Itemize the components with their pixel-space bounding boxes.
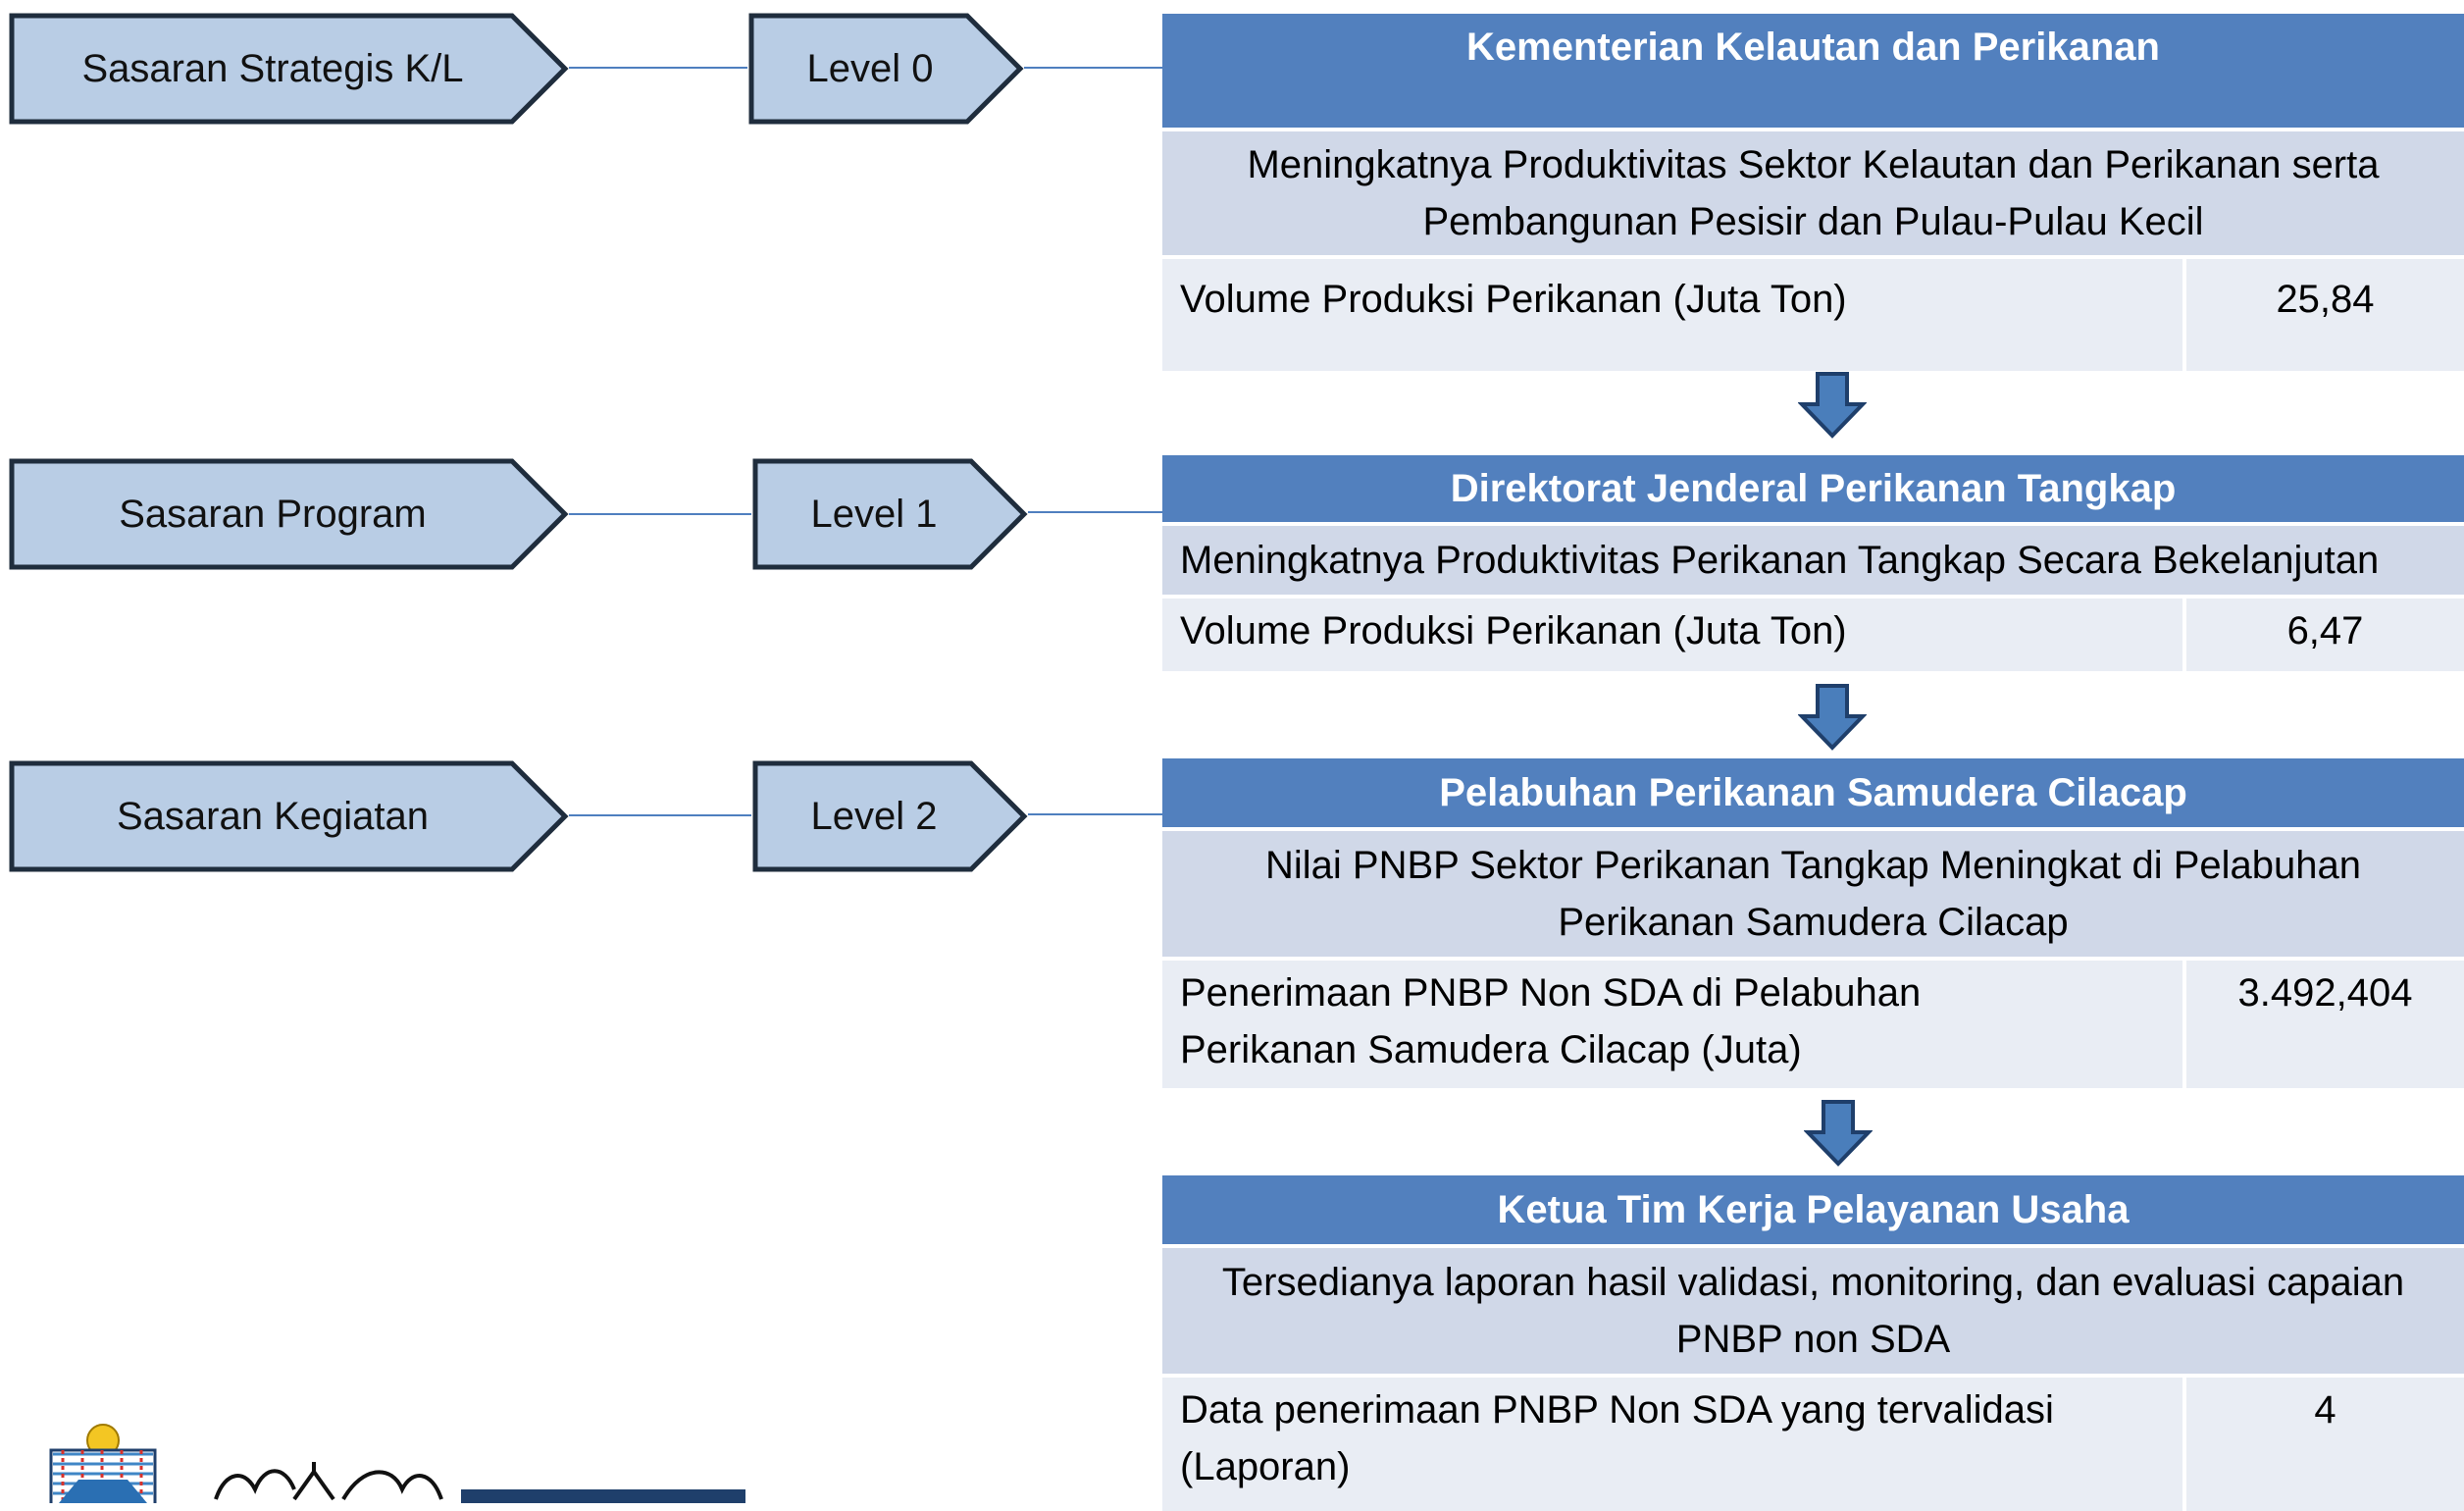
indicator-value: 6,47 [2182, 599, 2464, 671]
down-arrow-icon [1797, 683, 1868, 756]
indicator-name: Data penerimaan PNBP Non SDA yang terval… [1162, 1378, 2182, 1511]
connector-line [569, 513, 751, 515]
org-header: Pelabuhan Perikanan Samudera Cilacap [1162, 758, 2464, 827]
chevron-label: Level 2 [810, 794, 938, 838]
chevron-shape [748, 13, 1024, 125]
indicator-line: Perikanan Samudera Cilacap (Juta) [1180, 1028, 1802, 1071]
org-block-ppsc: Pelabuhan Perikanan Samudera Cilacap Nil… [1162, 758, 2464, 1088]
org-block-kkp: Kementerian Kelautan dan Perikanan Menin… [1162, 14, 2464, 371]
connector-line [569, 814, 751, 816]
org-header: Direktorat Jenderal Perikanan Tangkap [1162, 455, 2464, 522]
goal-row: Meningkatnya Produktivitas Perikanan Tan… [1162, 522, 2464, 595]
chevron-label: Level 1 [810, 492, 938, 536]
chevron-level-1: Level 1 [751, 457, 1028, 571]
chevron-label: Level 0 [806, 46, 934, 90]
indicator-row: Data penerimaan PNBP Non SDA yang terval… [1162, 1374, 2464, 1511]
indicator-name: Penerimaan PNBP Non SDA di Pelabuhan Per… [1162, 961, 2182, 1088]
indicator-row: Volume Produksi Perikanan (Juta Ton) 6,4… [1162, 595, 2464, 671]
kkp-logo-icon [39, 1421, 167, 1511]
org-block-ketua-tim: Ketua Tim Kerja Pelayanan Usaha Tersedia… [1162, 1175, 2464, 1511]
cilacap-logo-icon [206, 1460, 755, 1503]
org-header: Kementerian Kelautan dan Perikanan [1162, 14, 2464, 128]
goal-text-line: Meningkatnya Produktivitas Sektor Kelaut… [1247, 143, 2380, 186]
org-block-djpt: Direktorat Jenderal Perikanan Tangkap Me… [1162, 455, 2464, 671]
chevron-label: Sasaran Kegiatan [116, 794, 429, 838]
connector-line [1024, 67, 1162, 69]
chevron-shape [9, 13, 569, 125]
connector-line [569, 67, 747, 69]
chevron-label: Sasaran Strategis K/L [81, 46, 464, 90]
chevron-level-0: Level 0 [747, 12, 1024, 126]
goal-text-line: Meningkatnya Produktivitas Perikanan Tan… [1180, 539, 2380, 582]
indicator-value: 4 [2182, 1378, 2464, 1511]
chevron-sasaran-program: Sasaran Program [8, 457, 569, 571]
down-arrow-icon [1803, 1099, 1874, 1172]
indicator-line: Penerimaan PNBP Non SDA di Pelabuhan [1180, 971, 1922, 1015]
goal-text-line: Perikanan Samudera Cilacap [1558, 901, 2069, 944]
connector-line [1028, 511, 1162, 513]
indicator-name: Volume Produksi Perikanan (Juta Ton) [1180, 609, 1847, 652]
goal-text-line: Pembangunan Pesisir dan Pulau-Pulau Keci… [1422, 200, 2204, 243]
goal-row: Tersedianya laporan hasil validasi, moni… [1162, 1244, 2464, 1374]
chevron-sasaran-kegiatan: Sasaran Kegiatan [8, 759, 569, 873]
org-header: Ketua Tim Kerja Pelayanan Usaha [1162, 1175, 2464, 1244]
goal-row: Nilai PNBP Sektor Perikanan Tangkap Meni… [1162, 827, 2464, 957]
indicator-name: Volume Produksi Perikanan (Juta Ton) [1180, 278, 1847, 321]
chevron-level-2: Level 2 [751, 759, 1028, 873]
chevron-shape [752, 760, 1028, 872]
chevron-sasaran-strategis: Sasaran Strategis K/L [8, 12, 569, 126]
indicator-row: Volume Produksi Perikanan (Juta Ton) 25,… [1162, 255, 2464, 371]
indicator-value: 3.492,404 [2182, 961, 2464, 1088]
chevron-shape [9, 760, 569, 872]
indicator-line: (Laporan) [1180, 1445, 1351, 1488]
connector-line [1028, 813, 1162, 815]
chevron-label: Sasaran Program [119, 492, 427, 536]
goal-text-line: Nilai PNBP Sektor Perikanan Tangkap Meni… [1265, 844, 2361, 887]
chevron-shape [752, 458, 1028, 570]
indicator-value: 25,84 [2182, 259, 2464, 371]
goal-row: Meningkatnya Produktivitas Sektor Kelaut… [1162, 128, 2464, 255]
goal-text-line: PNBP non SDA [1675, 1318, 1951, 1361]
indicator-line: Data penerimaan PNBP Non SDA yang terval… [1180, 1388, 2054, 1432]
down-arrow-icon [1797, 371, 1868, 444]
chevron-shape [9, 458, 569, 570]
indicator-row: Penerimaan PNBP Non SDA di Pelabuhan Per… [1162, 957, 2464, 1088]
goal-text-line: Tersedianya laporan hasil validasi, moni… [1221, 1261, 2405, 1304]
